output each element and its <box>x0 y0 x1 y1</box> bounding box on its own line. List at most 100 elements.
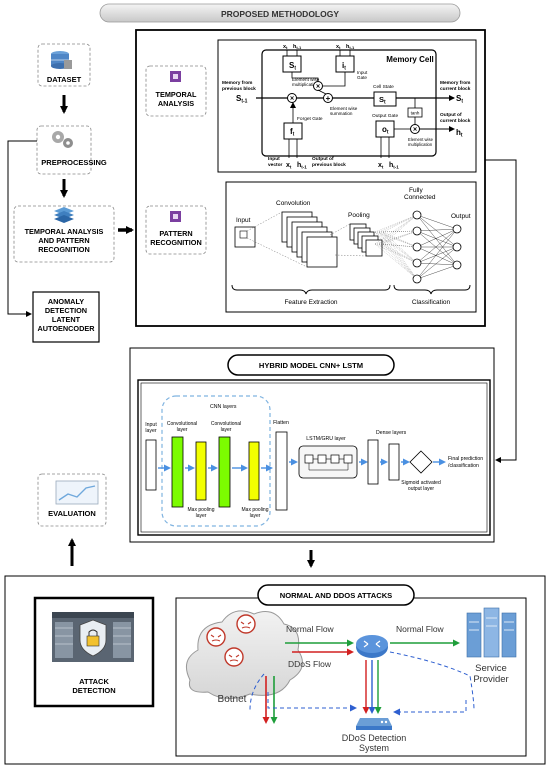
fc-edge <box>416 228 458 232</box>
anomaly-line-3: LATENT <box>52 315 81 324</box>
detection-system-label-1: DDoS Detection <box>342 733 407 743</box>
router-icon <box>356 635 388 658</box>
temporal-analysis-section: TEMPORAL ANALYSIS <box>145 65 207 117</box>
input-gate: it <box>335 55 355 73</box>
pool-to-fc-edge <box>374 214 418 233</box>
output-prev-label-1: Output of <box>312 156 334 162</box>
h-top-1: ht-1 <box>293 44 302 50</box>
output-node <box>452 260 462 270</box>
conv2-label-1: Convolutional <box>211 421 241 427</box>
flow-to-detection-2 <box>393 700 467 716</box>
pattern-icon <box>170 211 181 222</box>
pool-to-fc-edge <box>382 230 418 245</box>
pool-layer-2 <box>248 441 260 501</box>
cnn-input-square <box>234 226 256 248</box>
pool-layer-1 <box>195 441 207 501</box>
dense-bar-1 <box>367 439 379 485</box>
conv-layer-1 <box>171 436 184 508</box>
conv1-label-1: Convolutional <box>167 421 197 427</box>
chart-icon <box>55 480 99 505</box>
fc-edge <box>416 228 458 264</box>
forget-gate: ft <box>283 122 303 140</box>
final-label-2: /classification <box>448 463 479 469</box>
fc-edge <box>416 230 458 248</box>
svg-text:tanh: tanh <box>411 111 420 116</box>
pool-to-fc-edge <box>378 230 418 245</box>
ddos-flow-label: DDoS Flow <box>288 659 332 669</box>
svg-text:St: St <box>379 95 386 106</box>
pipeline: DATASET PREPROCESSING TEMPORAL ANALYSIS <box>7 43 134 566</box>
detection-system-label-2: System <box>359 743 389 753</box>
cell-state-label: Cell State <box>373 84 394 90</box>
flow-to-detection-1 <box>267 692 357 712</box>
fc-edge <box>416 228 458 280</box>
elementwise-mult2-label-2: multiplication <box>408 142 433 147</box>
pool-to-fc-edge <box>378 231 418 264</box>
flatten-bar <box>275 431 288 511</box>
dataset-step: DATASET <box>37 43 91 87</box>
h-out-label: ht <box>456 128 463 139</box>
elementwise-sum-label-2: summation <box>330 111 353 116</box>
conv2-label-2: layer <box>221 427 232 433</box>
s-out-label: St <box>456 94 463 105</box>
cell-state-box: St <box>373 91 397 107</box>
cnn-fc-label-2: Connected <box>404 194 436 201</box>
arrow-methodology-hybrid <box>485 159 517 463</box>
memory-cell-title: Memory Cell <box>386 55 434 64</box>
mult-symbol-2: × <box>316 84 320 91</box>
pool-to-fc-edge <box>382 231 418 264</box>
pool-to-fc-edge <box>374 231 418 280</box>
database-icon <box>51 51 72 69</box>
pool1-label-2: layer <box>196 513 207 519</box>
detection-device-icon <box>356 718 392 730</box>
output-gate: ot <box>375 120 395 138</box>
conv1-label-2: layer <box>177 427 188 433</box>
cnn-panel: Input Convolution Pooling <box>225 181 477 313</box>
pool-to-fc-edge <box>382 214 418 233</box>
attacks-section: ATTACK DETECTION NORMAL AND DDOS ATTACKS <box>4 575 546 765</box>
memory-prev-label-1: Memory from <box>222 80 252 86</box>
anomaly-step: ANOMALY DETECTION LATENT AUTOENCODER <box>32 291 100 343</box>
arrow-preprocessing-anomaly <box>7 140 37 317</box>
cnn-output-label: Output <box>451 213 471 220</box>
conv-layer-2 <box>218 436 231 508</box>
mult-symbol-1: × <box>290 96 294 103</box>
svg-text:St: St <box>289 61 296 72</box>
pool-to-fc-edge <box>378 231 418 280</box>
temporal-pattern-line-3: RECOGNITION <box>38 245 89 254</box>
final-label-1: Final prediction <box>448 456 483 462</box>
memory-prev-label-2: previous block <box>222 86 256 92</box>
lstm-gru-block <box>298 445 358 479</box>
cnn-convolution-label: Convolution <box>276 200 311 207</box>
attack-detection-box: ATTACK DETECTION <box>33 596 155 708</box>
anomaly-line-4: AUTOENCODER <box>37 324 95 333</box>
elementwise-mult2-label-1: Element wise <box>408 137 434 142</box>
output-node <box>452 242 462 252</box>
pool-to-fc-edge <box>382 231 418 280</box>
pool-to-fc-edge <box>378 231 418 248</box>
normal-flow-label-1: Normal Flow <box>286 624 335 634</box>
fc-edge <box>416 246 458 280</box>
s-prev-label: St-1 <box>236 94 248 105</box>
fc-node <box>412 210 422 220</box>
feature-extraction-label: Feature Extraction <box>284 299 337 306</box>
h-bottom-1: ht-1 <box>297 162 307 170</box>
attack-detection-label-1: ATTACK <box>79 677 109 686</box>
flatten-label: Flatten <box>273 420 289 426</box>
x-bottom-1: xt <box>286 162 292 170</box>
fc-node <box>412 242 422 252</box>
fc-edge <box>416 214 458 266</box>
temporal-label-2: ANALYSIS <box>158 99 194 108</box>
gear-icon <box>52 131 73 148</box>
normal-flow-label-2: Normal Flow <box>396 624 445 634</box>
fc-edge <box>416 214 458 230</box>
ddos-panel: NORMAL AND DDOS ATTACKS Botnet <box>175 584 527 757</box>
attack-detection-label-2: DETECTION <box>72 686 115 695</box>
sigmoid-label-2: output layer <box>408 486 434 492</box>
temporal-pattern-line-2: AND PATTERN <box>38 236 89 245</box>
classification-label: Classification <box>412 299 451 306</box>
x-bottom-2: xt <box>378 162 384 170</box>
input-layer-label-2: layer <box>145 428 157 434</box>
fc-edge <box>416 230 458 266</box>
conv-stack <box>281 211 338 268</box>
